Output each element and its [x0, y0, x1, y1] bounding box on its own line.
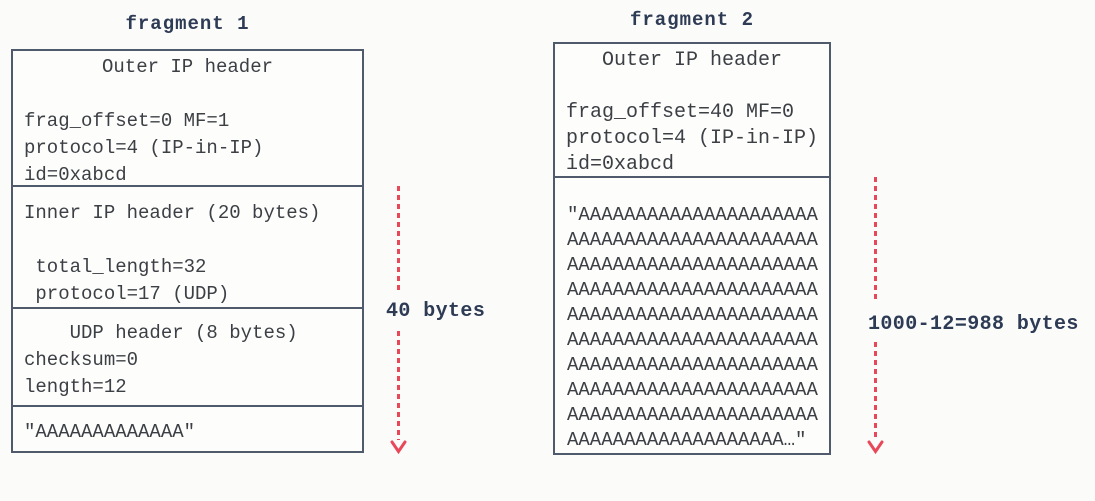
- diagram-text-line: AAAAAAAAAAAAAAAAAAAAAA: [567, 279, 818, 301]
- diagram-text-line: [555, 74, 829, 100]
- fragment-2-outer-ip-header-section: Outer IP header frag_offset=40 MF=0 proto…: [555, 44, 829, 178]
- diagram-text-line: frag_offset=0 MF=1: [24, 110, 230, 132]
- fragment-2-box: Outer IP header frag_offset=40 MF=0 proto…: [553, 42, 831, 455]
- diagram-text-line: protocol=4 (IP-in-IP): [24, 137, 264, 159]
- diagram-text-line: UDP header (8 bytes): [24, 322, 298, 344]
- diagram-text-line: AAAAAAAAAAAAAAAAAAAAAA: [567, 304, 818, 326]
- dashed-line-segment: [397, 331, 400, 440]
- diagram-text-line: id=0xabcd: [24, 164, 127, 186]
- fragment-2-size-label: 1000-12=988 bytes: [868, 313, 1079, 336]
- diagram-text-line: [13, 227, 362, 254]
- diagram-text-line: frag_offset=40 MF=0: [566, 101, 795, 124]
- diagram-text-line: AAAAAAAAAAAAAAAAAAAAAA: [567, 404, 818, 426]
- fragment-1-inner-ip-header-section: Inner IP header (20 bytes) total_length=…: [13, 187, 362, 309]
- diagram-text-line: AAAAAAAAAAAAAAAAAAAAAA: [567, 229, 818, 251]
- dashed-line-segment: [397, 186, 400, 293]
- fragment-1-box: Outer IP header frag_offset=0 MF=1 protoc…: [11, 49, 364, 453]
- dashed-line-segment: [874, 177, 877, 302]
- fragment-2-payload: "AAAAAAAAAAAAAAAAAAAAA AAAAAAAAAAAAAAAAAA…: [555, 203, 829, 453]
- fragment-1-udp-header-section: UDP header (8 bytes) checksum=0 length=12: [13, 309, 362, 407]
- diagram-text-line: protocol=17 (UDP): [24, 283, 230, 305]
- fragment-1-size-label: 40 bytes: [386, 300, 486, 323]
- fragment-2-title: fragment 2: [629, 9, 755, 31]
- outer-ip-header-heading: Outer IP header: [101, 56, 274, 78]
- fragment-1-outer-ip-header-section: Outer IP header frag_offset=0 MF=1 protoc…: [13, 51, 362, 187]
- arrow-down-icon: [867, 440, 884, 454]
- diagram-text-line: Inner IP header (20 bytes): [24, 202, 321, 224]
- outer-ip-header-fields: frag_offset=0 MF=1 protocol=4 (IP-in-IP) i…: [13, 81, 362, 186]
- diagram-text-line: AAAAAAAAAAAAAAAAAAA…": [567, 429, 807, 451]
- inner-ip-header-fields: Inner IP header (20 bytes) total_length=…: [13, 200, 362, 307]
- diagram-text-line: AAAAAAAAAAAAAAAAAAAAAA: [567, 329, 818, 351]
- arrow-down-icon: [390, 440, 407, 454]
- diagram-text-line: protocol=4 (IP-in-IP): [566, 127, 819, 150]
- fragment-1-payload-section: "AAAAAAAAAAAAA": [13, 407, 362, 451]
- diagram-text-line: AAAAAAAAAAAAAAAAAAAAAA: [567, 379, 818, 401]
- diagram-text-line: checksum=0: [24, 349, 139, 371]
- dashed-line-segment: [874, 342, 877, 440]
- outer-ip-header-heading: Outer IP header: [601, 49, 783, 72]
- outer-ip-header-fields: frag_offset=40 MF=0 protocol=4 (IP-in-IP)…: [555, 74, 829, 176]
- udp-header-fields: UDP header (8 bytes) checksum=0 length=12: [13, 320, 362, 401]
- diagram-text-line: length=12: [24, 376, 127, 398]
- diagram-text-line: id=0xabcd: [566, 153, 675, 176]
- fragment-1-title: fragment 1: [125, 13, 250, 35]
- fragment-2-payload-section: "AAAAAAAAAAAAAAAAAAAAA AAAAAAAAAAAAAAAAAA…: [555, 178, 829, 453]
- diagram-text-line: AAAAAAAAAAAAAAAAAAAAAA: [567, 354, 818, 376]
- fragment-1-payload: "AAAAAAAAAAAAA": [13, 419, 362, 446]
- diagram-text-line: [13, 81, 362, 108]
- diagram-text-line: "AAAAAAAAAAAAA": [24, 421, 196, 443]
- diagram-text-line: "AAAAAAAAAAAAAAAAAAAAA: [567, 204, 818, 226]
- diagram-text-line: AAAAAAAAAAAAAAAAAAAAAA: [567, 254, 818, 276]
- diagram-text-line: total_length=32: [24, 256, 207, 278]
